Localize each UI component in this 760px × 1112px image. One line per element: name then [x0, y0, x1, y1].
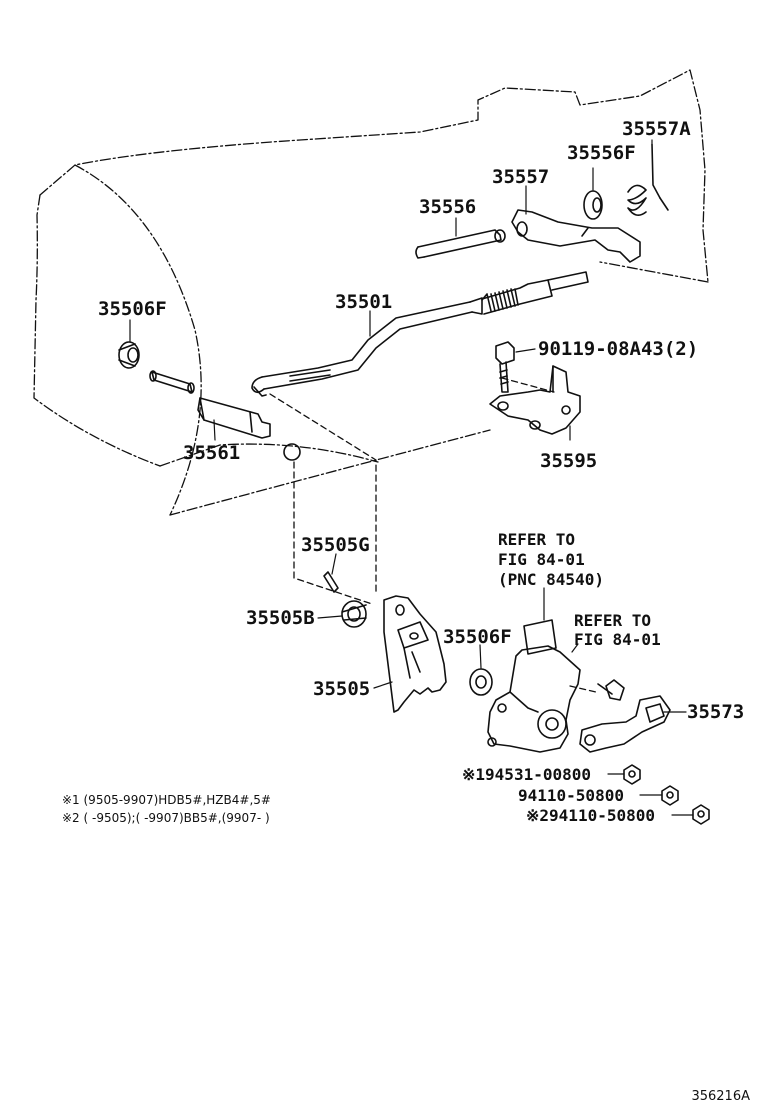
- shaft-sleeve: [149, 370, 195, 394]
- switch-bolt: [597, 679, 625, 701]
- refer-box-1-line2: FIG 84-01: [498, 550, 585, 569]
- neutral-start-switch: [487, 619, 581, 753]
- bracket-35595: [489, 365, 581, 435]
- label-35556F: 35556F: [567, 142, 636, 164]
- label-35505G: 35505G: [301, 534, 370, 556]
- label-35506F-mid: 35506F: [443, 626, 512, 648]
- nut-94110-a: [661, 785, 679, 806]
- lever-35573: [579, 695, 671, 753]
- label-94110-a: 94110-50800: [518, 786, 624, 805]
- pin-35505G: [323, 571, 339, 593]
- shift-rod-35501: [251, 271, 589, 397]
- label-35505: 35505: [313, 678, 371, 700]
- nut-94110-b: [692, 804, 710, 825]
- footnote-2: ※2 ( -9505);( -9907)BB5#,(9907- ): [62, 811, 270, 825]
- pin-35556: [415, 229, 506, 259]
- label-35557: 35557: [492, 166, 550, 188]
- label-35501: 35501: [335, 291, 393, 313]
- label-35573: 35573: [687, 701, 745, 723]
- refer-box-1-line3: (PNC 84540): [498, 570, 604, 589]
- refer-box-1-line1: REFER TO: [498, 530, 576, 549]
- refer-box-2-line1: REFER TO: [574, 611, 652, 630]
- label-94531: ※194531-00800: [462, 765, 591, 784]
- collar-35505B: [341, 600, 367, 628]
- detent-plate-35505: [383, 595, 447, 713]
- oil-seal-35506F-top: [118, 341, 140, 369]
- leader-lines: [129, 139, 694, 816]
- ball-35505-ring: [283, 443, 301, 461]
- footnote-1: ※1 (9505-9907)HDB5#,HZB4#,5#: [62, 793, 271, 807]
- lever-35557: [511, 209, 641, 263]
- label-94110-b: ※294110-50800: [526, 806, 655, 825]
- label-35561: 35561: [183, 442, 241, 464]
- label-35595: 35595: [540, 450, 598, 472]
- oil-seal-35506F-mid: [469, 668, 493, 696]
- label-35506F-top: 35506F: [98, 298, 167, 320]
- label-35557A: 35557A: [622, 118, 691, 140]
- spring-35557A: [627, 143, 669, 216]
- transmission-housing-outline: [33, 69, 709, 516]
- label-35556: 35556: [419, 196, 477, 218]
- nut-94531: [623, 764, 641, 785]
- bolt-90119: [495, 341, 515, 393]
- label-90119: 90119-08A43(2): [538, 338, 699, 360]
- assembly-guide-lines: [269, 377, 597, 693]
- refer-box-2-line2: FIG 84-01: [574, 630, 661, 649]
- shaft-35561: [197, 397, 271, 439]
- washer-35556F: [583, 190, 603, 220]
- figure-id: 356216A: [691, 1089, 750, 1104]
- label-35505B: 35505B: [246, 607, 315, 629]
